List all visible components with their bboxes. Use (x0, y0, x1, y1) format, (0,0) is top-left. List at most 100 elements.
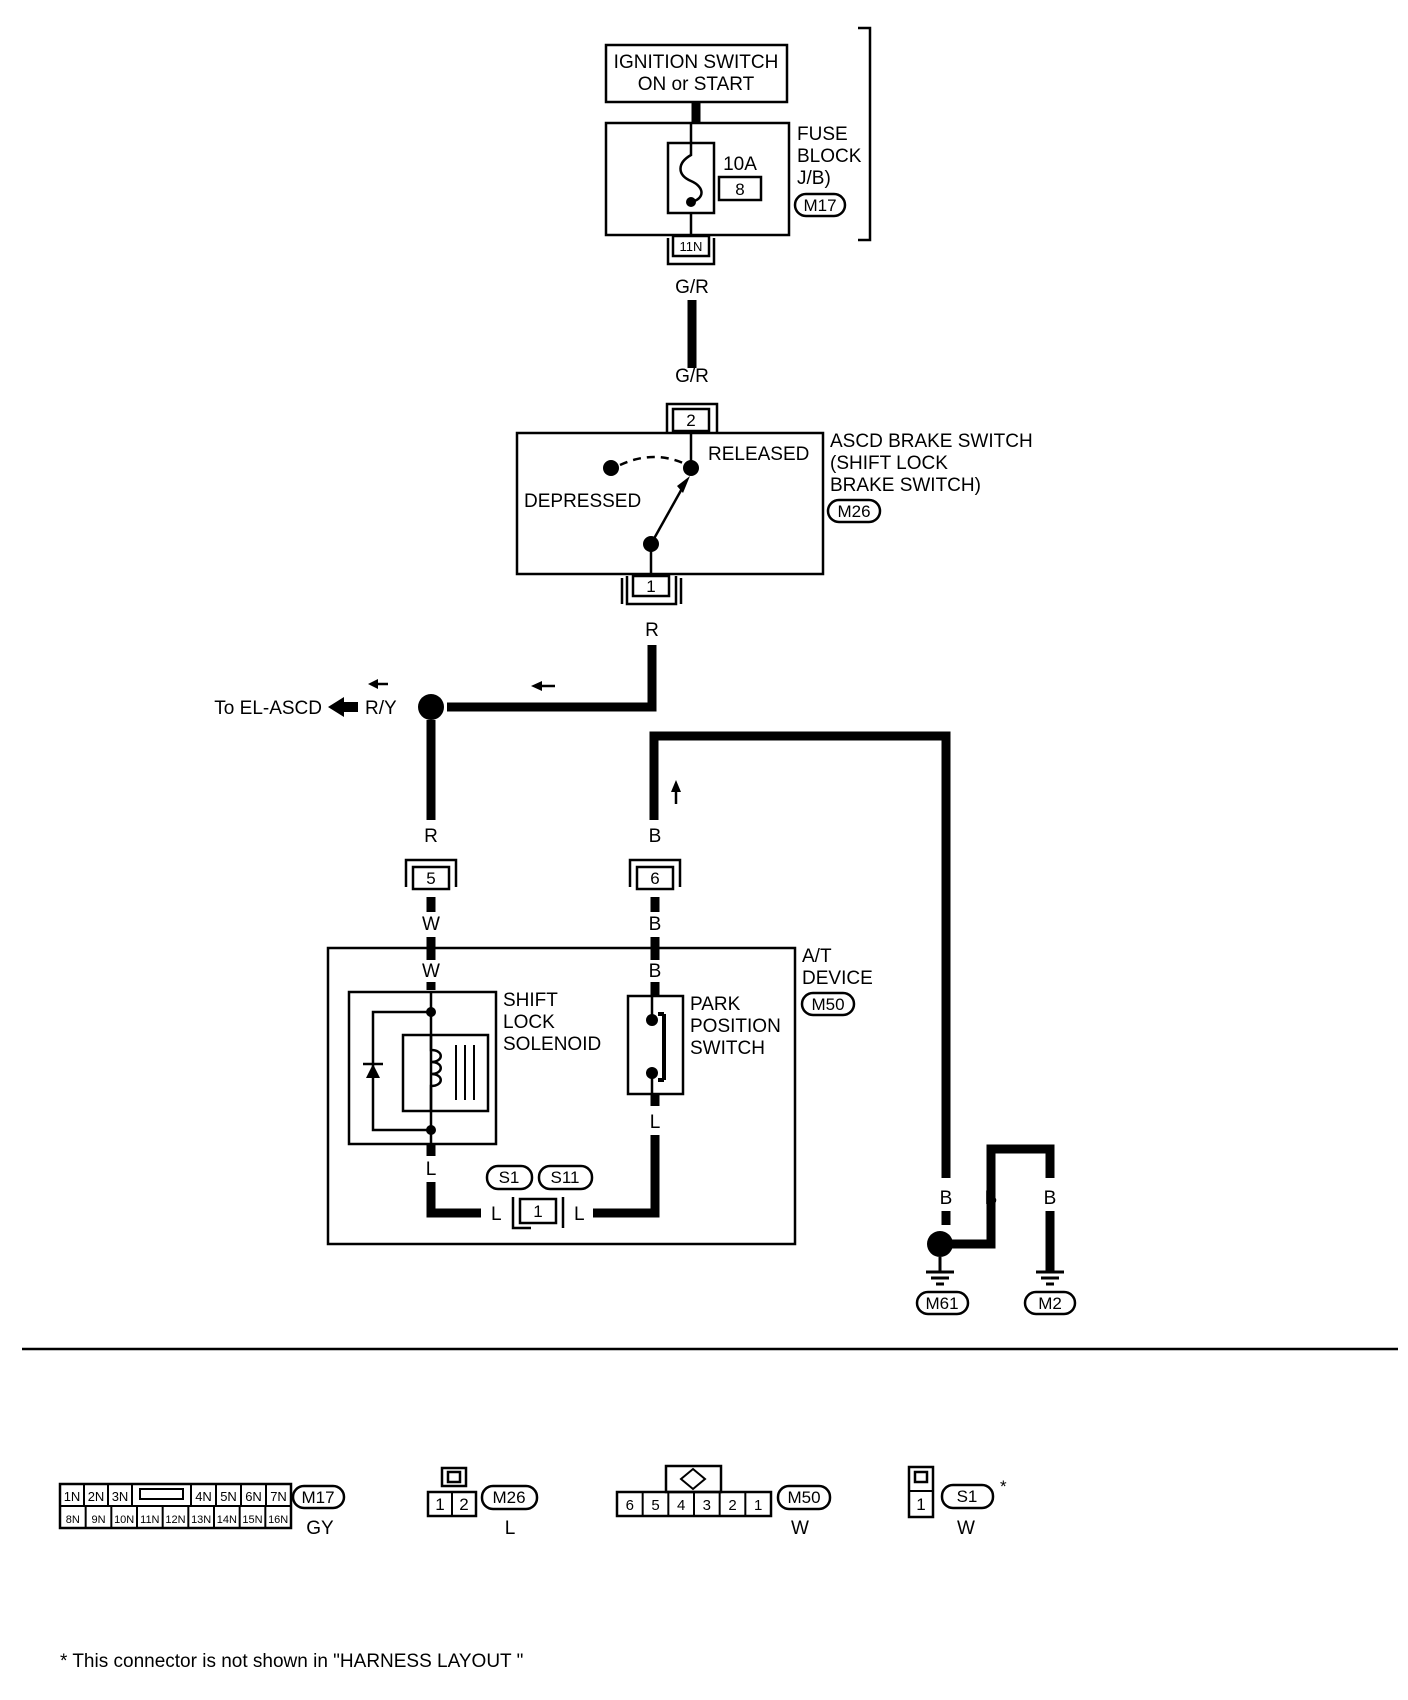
connector-view-s1: 1 S1 * W (907, 1465, 1007, 1539)
m17-pin-12n: 12N (165, 1514, 185, 1526)
released-label: RELEASED (708, 444, 809, 465)
ground-m2-label: M2 (1038, 1294, 1062, 1313)
m17-pin-6n: 6N (245, 1489, 262, 1504)
m17-pin-10n: 10N (114, 1514, 134, 1526)
m50-pin-5: 5 (651, 1497, 659, 1514)
park-switch-label-3: SWITCH (690, 1038, 765, 1059)
fuse-block-label-2: BLOCK (797, 146, 862, 167)
solenoid-label-2: LOCK (503, 1012, 555, 1033)
brake-switch-label-3: BRAKE SWITCH) (830, 475, 981, 496)
brake-switch-label-1: ASCD BRAKE SWITCH (830, 431, 1033, 452)
park-position-switch: PARK POSITION SWITCH (626, 994, 781, 1096)
m17-blank-slot (139, 1488, 184, 1500)
ignition-bracket (858, 26, 872, 242)
brake-switch-label-2: (SHIFT LOCK (830, 453, 948, 474)
m17-pin-16n: 16N (268, 1514, 288, 1526)
wire-label-w-inside: W (422, 961, 440, 982)
connector-view-m26: 1 2 M26 L (426, 1466, 539, 1539)
m26-id: M26 (492, 1488, 525, 1507)
wire-label-r-brake: R (645, 620, 659, 641)
solenoid-label-1: SHIFT (503, 990, 558, 1011)
wire-label-l-right: L (574, 1204, 585, 1225)
m17-pin-8n: 8N (66, 1514, 80, 1526)
m26-pin-1: 1 (435, 1495, 444, 1514)
m17-pin-7n: 7N (270, 1489, 287, 1504)
park-switch-label-2: POSITION (690, 1016, 781, 1037)
fuse-terminal: 11N (680, 239, 703, 254)
wire-label-b-conn6-top: B (649, 826, 662, 847)
connector-m26-pin1: 1 (620, 574, 683, 606)
ascd-brake-switch: RELEASED DEPRESSED ASCD BRAKE SWITCH (SH… (515, 431, 1033, 576)
wire-r-brake (447, 645, 657, 712)
m50-pin-2: 2 (728, 1497, 736, 1514)
s11-label: S11 (551, 1168, 580, 1187)
s1-pin-1: 1 (916, 1495, 925, 1514)
m50-pin-1: 1 (754, 1497, 762, 1514)
connector-5: 5 (404, 858, 458, 891)
brake-switch-terminal-top: 2 (686, 411, 695, 430)
fuse-block-label-3: J/B) (797, 168, 831, 189)
m50-pin-4: 4 (677, 1497, 685, 1514)
m17-pin-5n: 5N (220, 1489, 237, 1504)
m17-pin-9n: 9N (91, 1514, 105, 1526)
solenoid-label-3: SOLENOID (503, 1034, 601, 1055)
ignition-switch-label-2: ON or START (638, 74, 755, 95)
m26-pin-2: 2 (459, 1495, 468, 1514)
el-ascd-label: To EL-ASCD (214, 698, 322, 719)
connector-5-label: 5 (426, 869, 435, 888)
ground-m61: M61 (915, 1257, 970, 1316)
connector-m26-pin2: 2 (665, 402, 719, 433)
fuse-block-label-1: FUSE (797, 124, 848, 145)
wire-label-w-conn5: W (422, 914, 440, 935)
wire-label-b-mid: B (985, 1188, 998, 1209)
wire-label-l-left: L (491, 1204, 502, 1225)
connector-11n: 11N (666, 234, 716, 266)
m50-pin-3: 3 (703, 1497, 711, 1514)
wire-label-r-left: R (424, 826, 438, 847)
park-switch-label-1: PARK (690, 994, 741, 1015)
wire-b-mid (951, 1144, 1055, 1249)
wire-label-ry: R/Y (365, 698, 397, 719)
m17-pin-11n: 11N (140, 1514, 159, 1526)
connector-6-label: 6 (650, 869, 659, 888)
wire-label-gr-top: G/R (675, 277, 709, 298)
at-device-connector-id: M50 (811, 995, 844, 1014)
footnote: * This connector is not shown in "HARNES… (60, 1651, 523, 1672)
ground-m2: M2 (1023, 1270, 1077, 1316)
arrow-left-icon (328, 697, 358, 717)
wire-label-b-m2: B (1044, 1188, 1057, 1209)
fuse-rating: 10A (723, 154, 757, 175)
brake-switch-connector-id: M26 (837, 502, 870, 521)
fuse-block-connector-id: M17 (803, 196, 836, 215)
ground-m61-label: M61 (925, 1294, 958, 1313)
m17-pin-1n: 1N (64, 1489, 81, 1504)
m17-pin-2n: 2N (88, 1489, 105, 1504)
wire-label-l-switch: L (650, 1112, 661, 1133)
depressed-label: DEPRESSED (524, 491, 641, 512)
wire-label-b-conn6-bottom: B (649, 914, 662, 935)
m17-pin-14n: 14N (217, 1514, 237, 1526)
s1-id: S1 (957, 1487, 978, 1506)
s1-asterisk: * (1000, 1477, 1007, 1496)
m17-pin-4n: 4N (195, 1489, 212, 1504)
wire-label-l-solenoid: L (426, 1159, 437, 1180)
fuse-block: 8 10A FUSE BLOCK J/B) M17 (604, 121, 862, 237)
wire-label-b-inside: B (649, 961, 662, 982)
wire-l-left (426, 1182, 481, 1218)
wire-label-gr-bottom: G/R (675, 366, 709, 387)
brake-switch-terminal-bottom: 1 (646, 577, 655, 596)
ground-splice (927, 1231, 953, 1257)
ignition-switch-label-1: IGNITION SWITCH (614, 52, 779, 73)
connector-1-label: 1 (533, 1202, 542, 1221)
wire-label-b-m61: B (940, 1188, 953, 1209)
connector-s1-s11: S1 S11 1 (485, 1164, 594, 1230)
m26-color: L (505, 1518, 516, 1539)
shift-lock-solenoid: SHIFT LOCK SOLENOID (347, 990, 601, 1146)
splice-point (418, 694, 444, 720)
m50-id: M50 (787, 1488, 820, 1507)
m50-pin-6: 6 (626, 1497, 634, 1514)
m17-color: GY (306, 1518, 334, 1539)
wire-b-ground (649, 731, 951, 1178)
